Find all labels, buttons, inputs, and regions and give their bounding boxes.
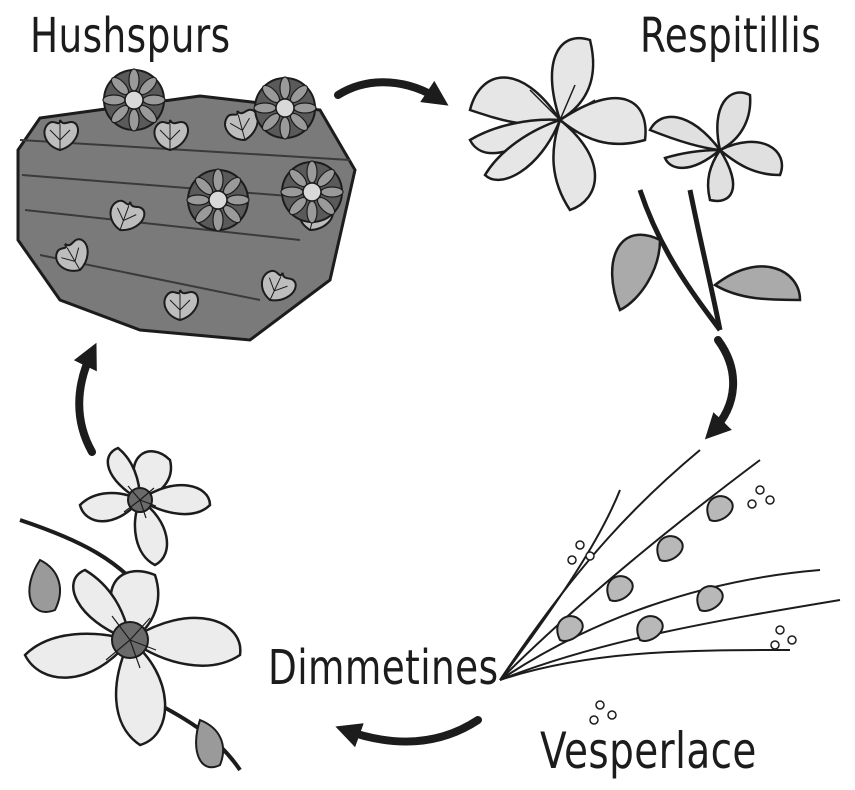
arrow-dimmetines-to-hushspurs xyxy=(79,352,92,452)
hushspurs-illustration xyxy=(18,69,355,340)
arrow-hushspurs-to-respitillis xyxy=(338,82,440,100)
arrow-respitillis-to-vesperlace xyxy=(712,340,733,432)
stage-label-hushspurs: Hushspurs xyxy=(30,8,231,64)
arrow-vesperlace-to-dimmetines xyxy=(345,720,478,741)
dimmetines-illustration xyxy=(20,448,240,770)
vesperlace-illustration xyxy=(500,450,840,724)
stage-label-dimmetines: Dimmetines xyxy=(268,640,498,696)
stage-label-vesperlace: Vesperlace xyxy=(540,722,757,780)
stage-label-respitillis: Respitillis xyxy=(640,8,821,64)
respitillis-illustration xyxy=(470,38,800,330)
